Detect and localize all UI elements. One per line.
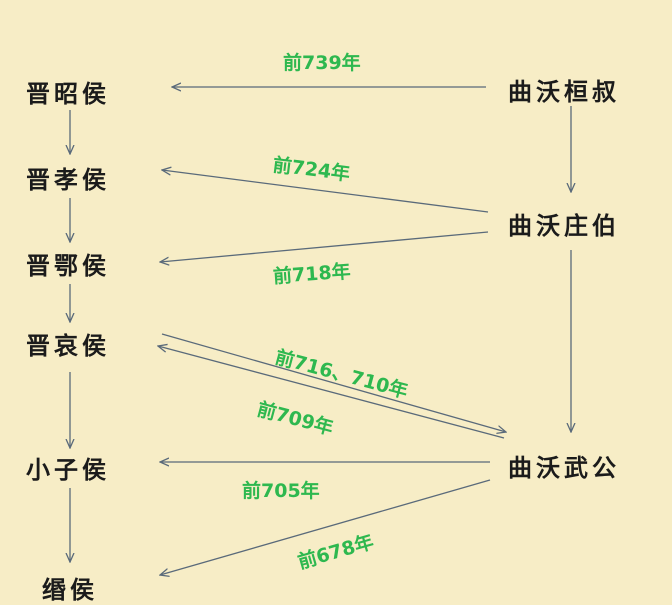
node-xiaozi-hou: 小子侯: [26, 455, 110, 484]
arrow-ai-to-wugong: [161, 333, 506, 432]
node-jin-e-hou: 晋鄂侯: [26, 251, 110, 280]
node-quwo-wugong: 曲沃武公: [508, 453, 620, 482]
label-739: 前739年: [283, 52, 361, 74]
node-jin-ai-hou: 晋哀侯: [26, 331, 110, 360]
arrow-zhuangbo-to-e: [160, 231, 489, 262]
label-705: 前705年: [242, 480, 320, 502]
node-quwo-zhuangbo: 曲沃庄伯: [508, 211, 620, 240]
arrow-wugong-to-min: [160, 479, 491, 575]
node-jin-zhao-hou: 晋昭侯: [26, 79, 110, 108]
arrow-zhuangbo-to-xiao: [162, 170, 489, 213]
label-718: 前718年: [272, 260, 352, 288]
arrow-wugong-to-ai: [158, 346, 505, 439]
node-quwo-huanshu: 曲沃桓叔: [508, 77, 620, 106]
node-min-hou: 缗侯: [42, 575, 98, 604]
node-jin-xiao-hou: 晋孝侯: [26, 165, 110, 194]
